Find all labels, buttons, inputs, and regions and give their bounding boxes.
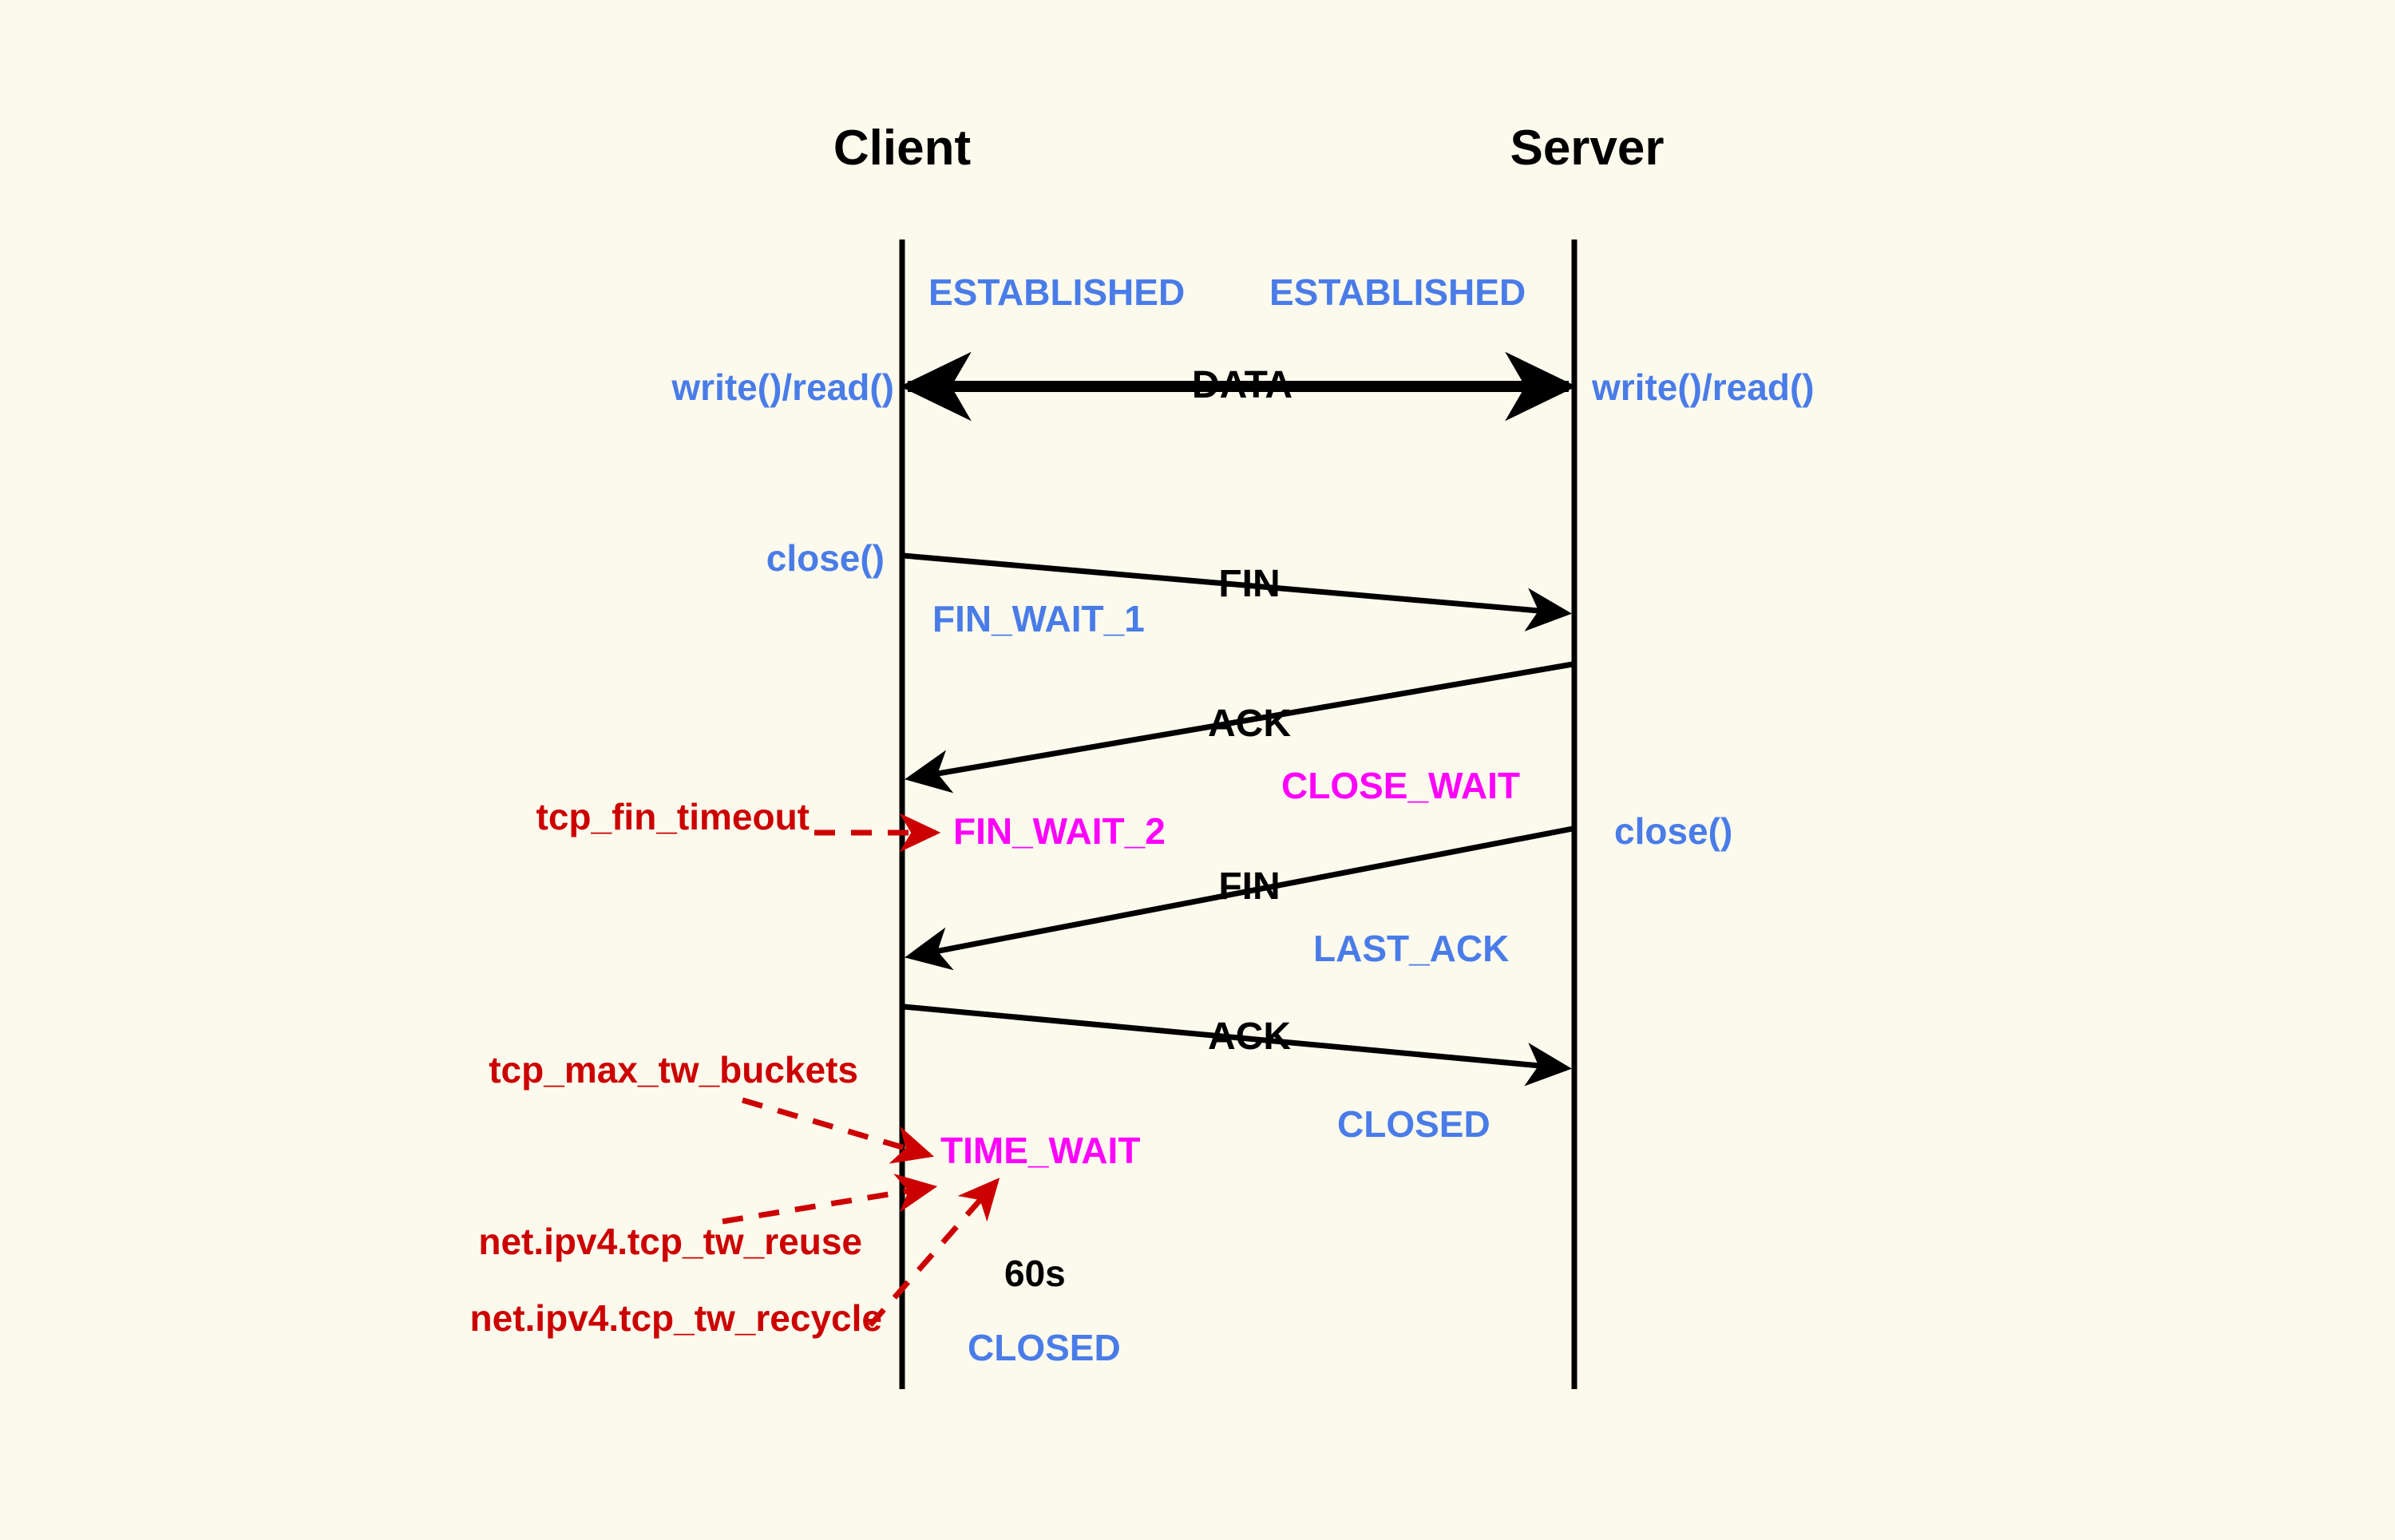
actor-title-client: Client [833,121,972,176]
sysctl-label-tcp-tw-reuse: net.ipv4.tcp_tw_reuse [478,1221,862,1262]
client-api-write-read: write()/read() [671,366,894,408]
client-state-fin-wait-2: FIN_WAIT_2 [953,810,1166,852]
server-state-last-ack: LAST_ACK [1313,928,1510,969]
client-state-established: ESTABLISHED [928,271,1186,313]
message-label-ack-2: ACK [1208,1015,1291,1058]
server-state-established: ESTABLISHED [1269,271,1526,313]
client-state-time-wait: TIME_WAIT [940,1130,1141,1171]
message-label-fin-1: FIN [1218,563,1281,605]
message-label-ack-1: ACK [1208,703,1291,745]
sysctl-label-tcp-tw-recycle: net.ipv4.tcp_tw_recycle [469,1297,882,1339]
sysctl-label-tcp-fin-timeout: tcp_fin_timeout [536,796,810,837]
server-state-closed: CLOSED [1337,1103,1490,1145]
message-label-data: DATA [1191,364,1293,406]
actor-title-server: Server [1510,121,1665,176]
sysctl-label-tcp-max-tw-buckets: tcp_max_tw_buckets [489,1049,858,1091]
server-api-write-read: write()/read() [1592,366,1815,408]
time-wait-duration: 60s [1004,1253,1066,1294]
ack-1-arrow [905,661,1574,794]
client-state-closed: CLOSED [968,1327,1121,1368]
client-state-fin-wait-1: FIN_WAIT_1 [932,598,1145,639]
tcp-tw-recycle-leader [868,1178,1000,1328]
ack-2-arrow [903,1004,1572,1087]
fin-2-arrow [905,825,1574,971]
server-state-close-wait: CLOSE_WAIT [1281,765,1521,806]
server-api-close: close() [1614,810,1733,852]
message-label-fin-2: FIN [1218,865,1281,908]
fin-1-arrow [903,552,1572,631]
tcp-max-tw-buckets-leader [742,1097,935,1164]
client-api-close: close() [766,537,885,579]
